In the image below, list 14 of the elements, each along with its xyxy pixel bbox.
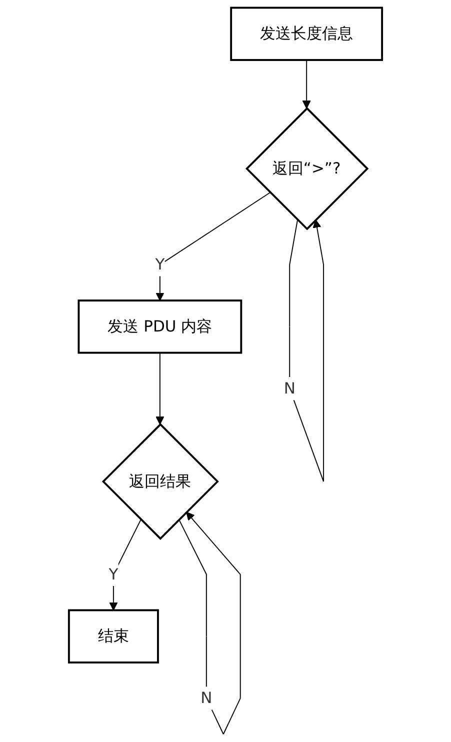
arrow bbox=[178, 512, 241, 735]
edge-label: N bbox=[200, 688, 212, 708]
node-box: 发送 PDU 内容 bbox=[78, 300, 242, 354]
arrow bbox=[289, 219, 324, 482]
node-diamond: 返回“>”? bbox=[245, 107, 369, 230]
edge-label: Y bbox=[108, 564, 118, 584]
edge-label: Y bbox=[155, 255, 165, 274]
node-diamond: 返回结果 bbox=[102, 423, 219, 540]
node-box: 发送长度信息 bbox=[230, 6, 384, 61]
arrow bbox=[156, 192, 271, 301]
arrow bbox=[156, 352, 164, 425]
node-box: 结束 bbox=[68, 609, 159, 664]
edge-label: N bbox=[284, 378, 296, 398]
arrow bbox=[302, 60, 311, 109]
